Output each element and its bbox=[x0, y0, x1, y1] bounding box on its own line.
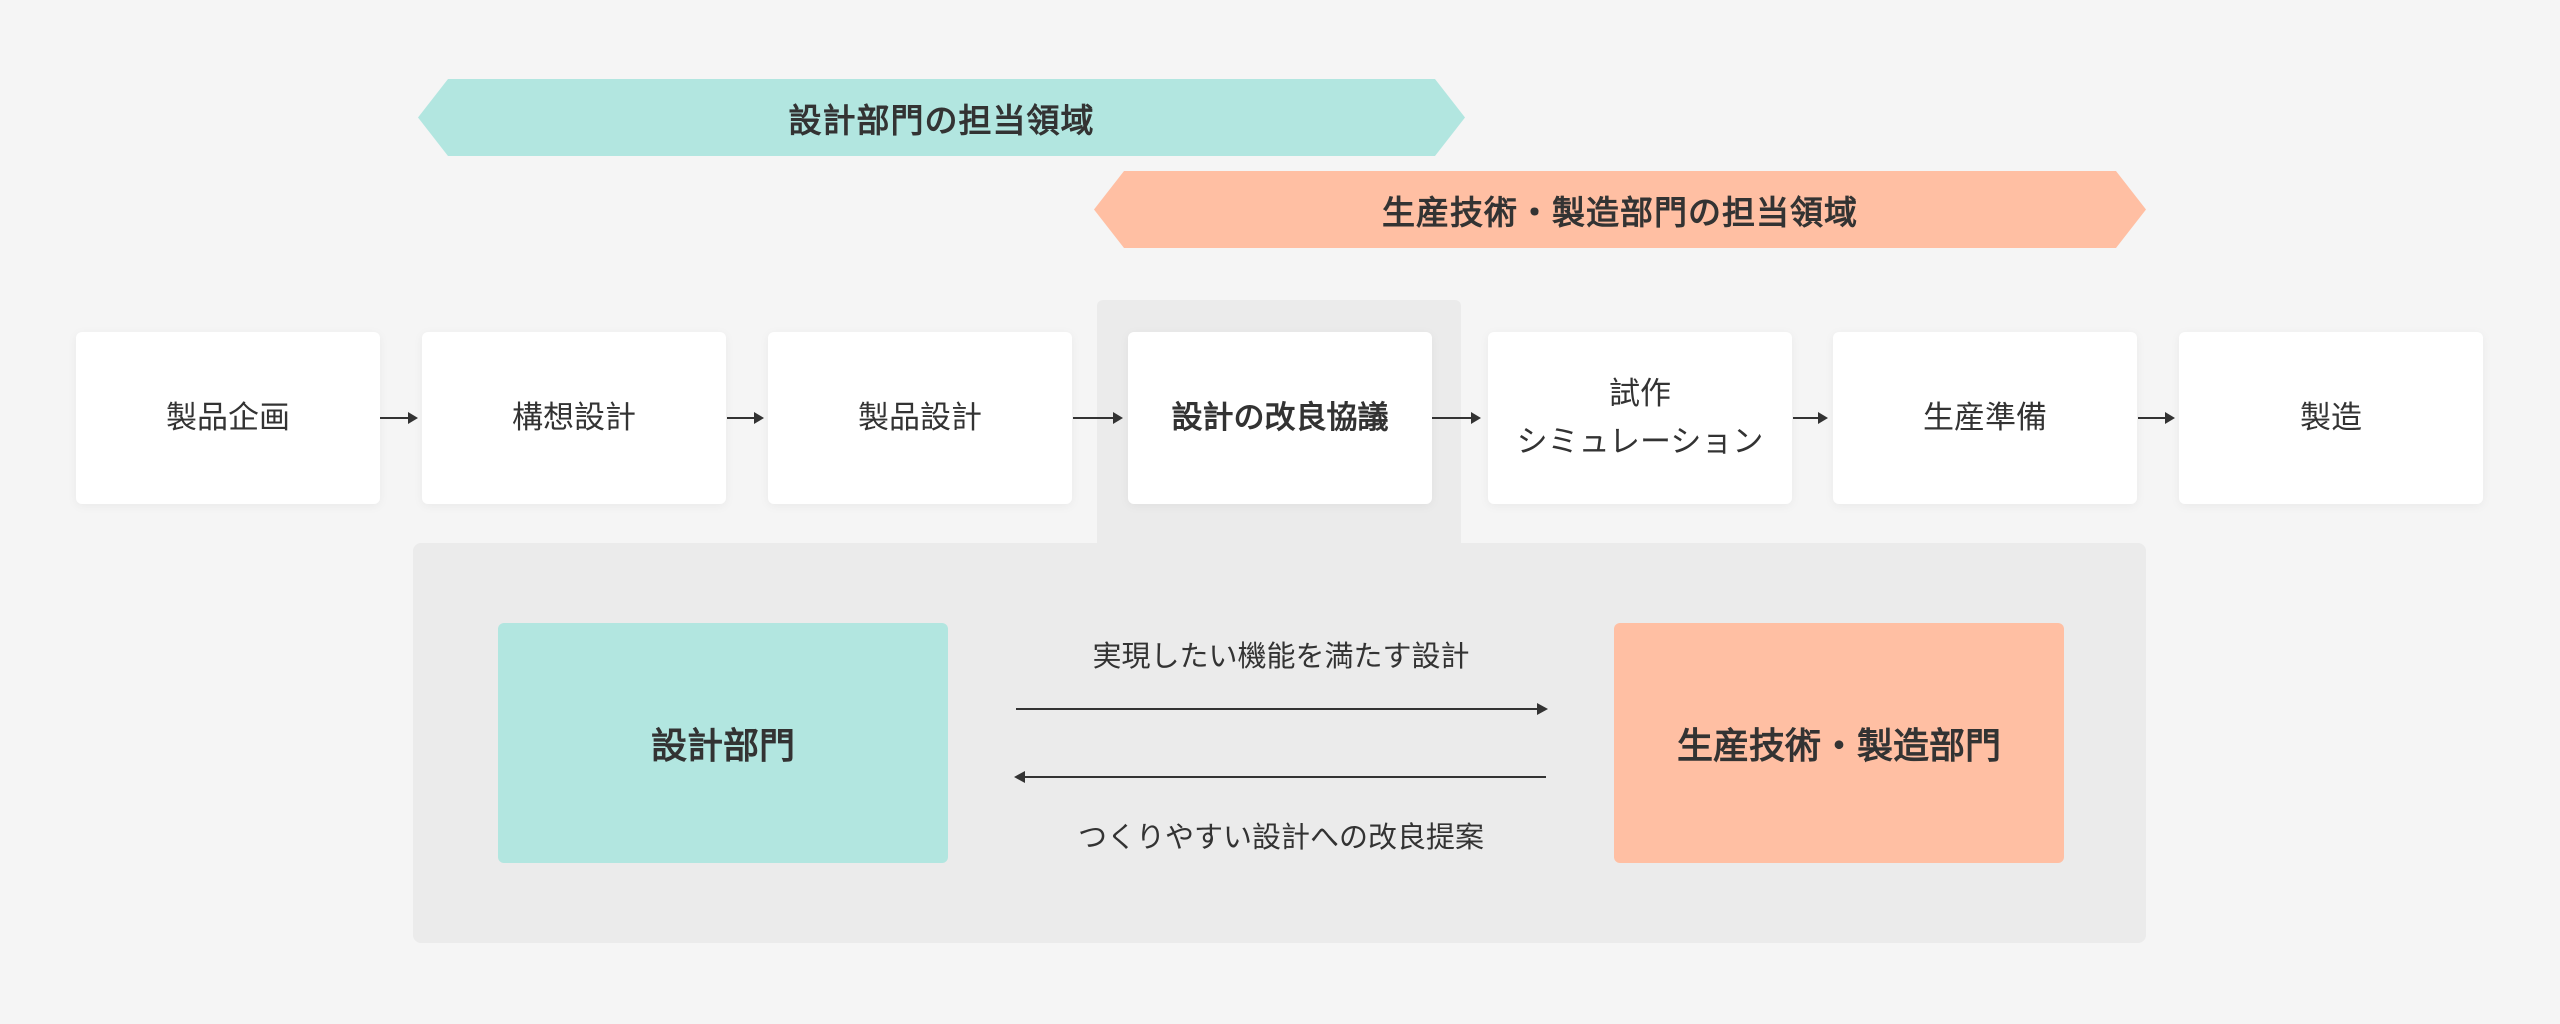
step-product-design: 製品設計 bbox=[768, 332, 1072, 504]
step-arrow bbox=[1432, 412, 1481, 424]
production-scope-banner: 生産技術・製造部門の担当領域 bbox=[1094, 171, 2146, 248]
step-arrow bbox=[727, 412, 764, 424]
step-arrow bbox=[380, 412, 418, 424]
design-dept-label: 設計部門 bbox=[650, 726, 795, 767]
forward-arrow bbox=[1016, 703, 1548, 715]
production-dept-label: 生産技術・製造部門 bbox=[1676, 726, 2001, 767]
design-dept-box: 設計部門 bbox=[498, 623, 948, 863]
production-scope-label: 生産技術・製造部門の担当領域 bbox=[1382, 192, 1858, 232]
step-design-improvement: 設計の改良協議 bbox=[1128, 332, 1432, 504]
step-prototype-simulation: 試作 シミュレーション bbox=[1488, 332, 1792, 504]
production-dept-box: 生産技術・製造部門 bbox=[1614, 623, 2064, 863]
forward-flow-label: 実現したい機能を満たす設計 bbox=[1092, 639, 1470, 673]
step-production-prep: 生産準備 bbox=[1833, 332, 2137, 504]
design-scope-banner: 設計部門の担当領域 bbox=[418, 79, 1465, 156]
step-manufacturing: 製造 bbox=[2179, 332, 2483, 504]
step-concept-design: 構想設計 bbox=[422, 332, 726, 504]
design-scope-label: 設計部門の担当領域 bbox=[788, 100, 1095, 140]
step-arrow bbox=[1073, 412, 1123, 424]
step-arrow bbox=[2138, 412, 2175, 424]
backward-flow-label: つくりやすい設計への改良提案 bbox=[1077, 820, 1484, 854]
backward-arrow bbox=[1014, 771, 1546, 783]
step-arrow bbox=[1793, 412, 1828, 424]
step-product-planning: 製品企画 bbox=[76, 332, 380, 504]
